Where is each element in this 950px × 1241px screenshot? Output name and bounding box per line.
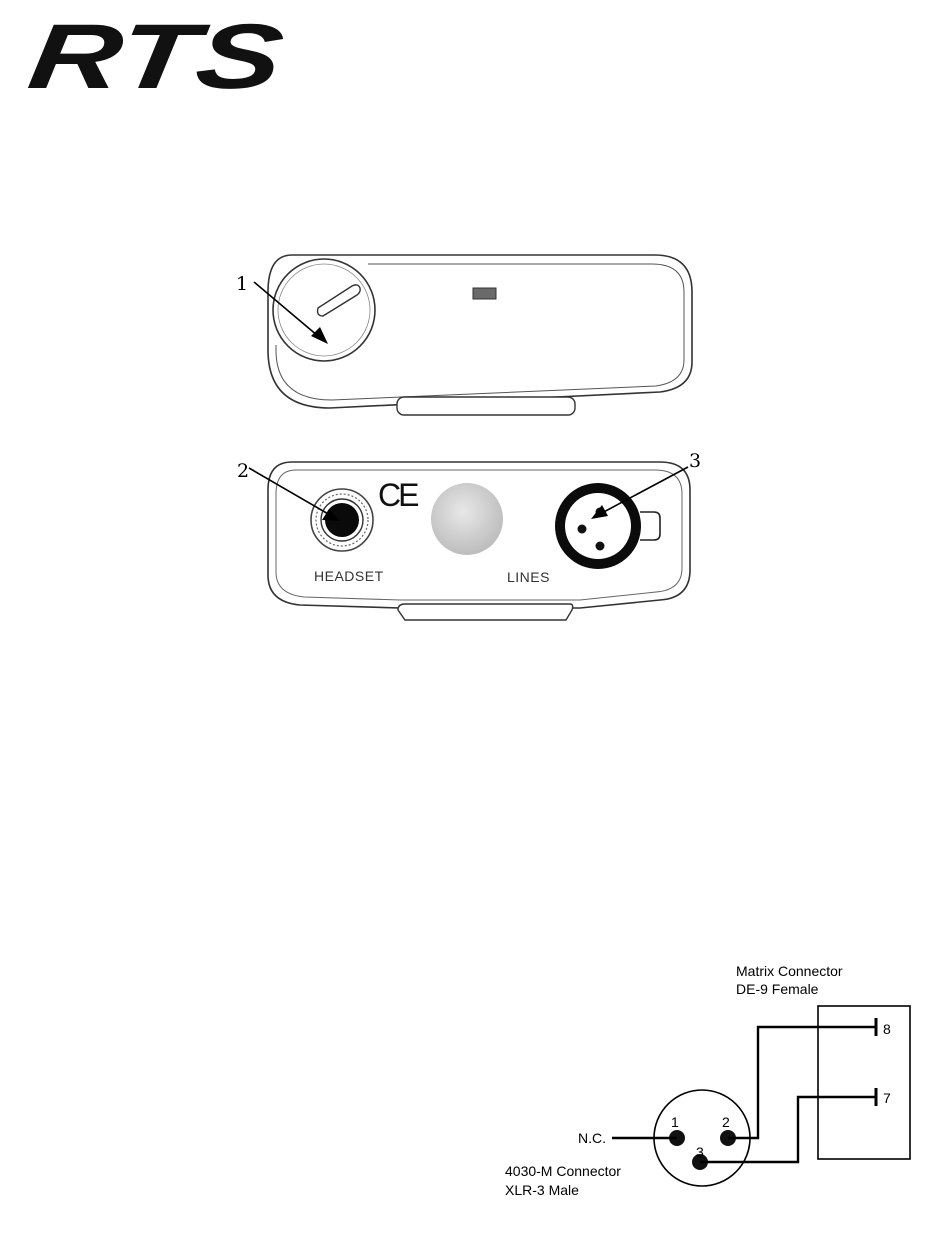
callout-1: 1 (236, 273, 248, 295)
device-top-view: 1 (236, 255, 692, 415)
matrix-connector-title: Matrix Connector (736, 963, 843, 979)
callout-2: 2 (237, 460, 249, 482)
belt-clip-top (397, 397, 575, 415)
xlr-pin-1-label: 1 (671, 1114, 679, 1130)
callout-3: 3 (689, 450, 701, 472)
ce-mark: CE (378, 477, 418, 513)
headset-label: HEADSET (314, 568, 384, 584)
xlr-pin-3-label: 3 (696, 1144, 704, 1160)
indicator-led (473, 288, 496, 299)
rts-logo: RTS (23, 4, 290, 107)
lines-indicator (431, 483, 503, 555)
nc-label: N.C. (578, 1130, 606, 1146)
xlr-pin-2-label: 2 (722, 1114, 730, 1130)
belt-clip-front (398, 604, 573, 620)
de9-pin-8: 8 (883, 1021, 891, 1037)
de9-pin-7: 7 (883, 1090, 891, 1106)
wire-pin2-to-pin8 (728, 1027, 876, 1138)
xlr-connector-title: 4030-M Connector (505, 1163, 621, 1179)
matrix-connector-subtitle: DE-9 Female (736, 981, 819, 997)
device-front-view: HEADSET CE LINES 2 3 (237, 450, 701, 620)
headset-jack[interactable] (311, 489, 373, 551)
lines-label: LINES (507, 569, 550, 585)
wiring-diagram: Matrix Connector DE-9 Female 8 7 1 2 3 N… (505, 963, 910, 1198)
xlr-lines-connector[interactable] (555, 483, 660, 569)
de9-connector-box (818, 1006, 910, 1159)
xlr-connector-subtitle: XLR-3 Male (505, 1182, 579, 1198)
